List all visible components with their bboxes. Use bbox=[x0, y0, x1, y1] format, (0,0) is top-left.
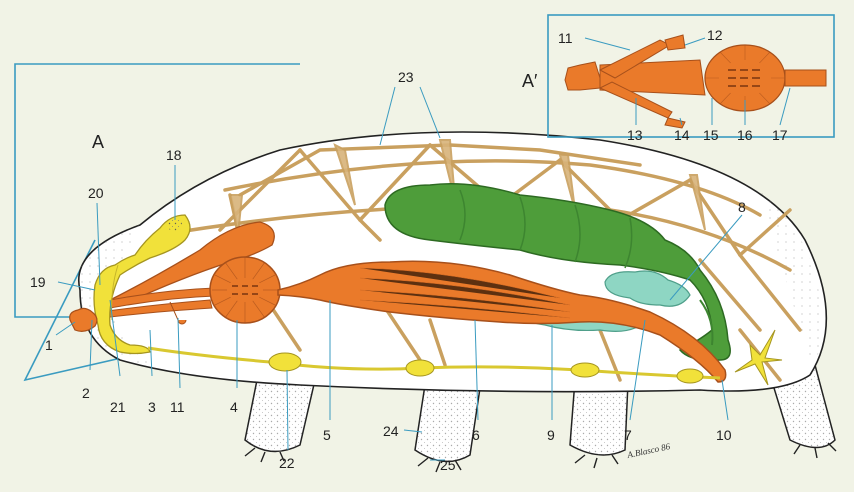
label-1: 1 bbox=[45, 337, 53, 353]
label-9: 9 bbox=[547, 427, 555, 443]
claws bbox=[244, 442, 837, 473]
label-16: 16 bbox=[737, 127, 753, 143]
eyespot bbox=[168, 218, 182, 232]
label-18: 18 bbox=[166, 147, 182, 163]
label-13: 13 bbox=[627, 127, 643, 143]
legs bbox=[244, 364, 837, 473]
ventral-ganglion-1 bbox=[268, 352, 302, 372]
inset-pharynx-apparatus bbox=[564, 34, 827, 129]
label-11-inset: 11 bbox=[558, 30, 573, 46]
label-11: 11 bbox=[170, 399, 185, 415]
label-25: 25 bbox=[440, 457, 456, 473]
label-8: 8 bbox=[738, 199, 746, 215]
label-12: 12 bbox=[707, 27, 723, 43]
label-15: 15 bbox=[703, 127, 719, 143]
inset-panel-frame bbox=[547, 14, 835, 138]
label-10: 10 bbox=[716, 427, 732, 443]
panel-label-main: A bbox=[92, 132, 104, 152]
label-23: 23 bbox=[398, 69, 414, 85]
leader-lines bbox=[55, 37, 791, 461]
panel-label-inset: A′ bbox=[522, 71, 538, 91]
artist-signature: A.Blasco 86 bbox=[625, 441, 671, 460]
teal-organ-8 bbox=[604, 270, 691, 307]
label-19: 19 bbox=[30, 274, 46, 290]
label-2: 2 bbox=[82, 385, 90, 401]
label-6: 6 bbox=[472, 427, 480, 443]
label-3: 3 bbox=[148, 399, 156, 415]
ventral-ganglion-4 bbox=[676, 368, 704, 384]
label-17: 17 bbox=[772, 127, 788, 143]
mouth bbox=[69, 307, 98, 332]
label-24: 24 bbox=[383, 423, 399, 439]
star-cell bbox=[734, 329, 783, 386]
label-5: 5 bbox=[323, 427, 331, 443]
cerebral-ganglion bbox=[93, 214, 191, 355]
label-4: 4 bbox=[230, 399, 238, 415]
label-14: 14 bbox=[674, 127, 690, 143]
ventral-ganglion-2 bbox=[405, 359, 435, 377]
green-organ bbox=[384, 183, 731, 362]
label-21: 21 bbox=[110, 399, 126, 415]
ventral-ganglion-3 bbox=[570, 362, 600, 378]
label-7: 7 bbox=[624, 427, 632, 443]
stylet-lower bbox=[99, 299, 213, 319]
label-20: 20 bbox=[88, 185, 104, 201]
label-22: 22 bbox=[279, 455, 295, 471]
salivary-gland bbox=[108, 221, 275, 307]
midgut bbox=[277, 260, 727, 383]
